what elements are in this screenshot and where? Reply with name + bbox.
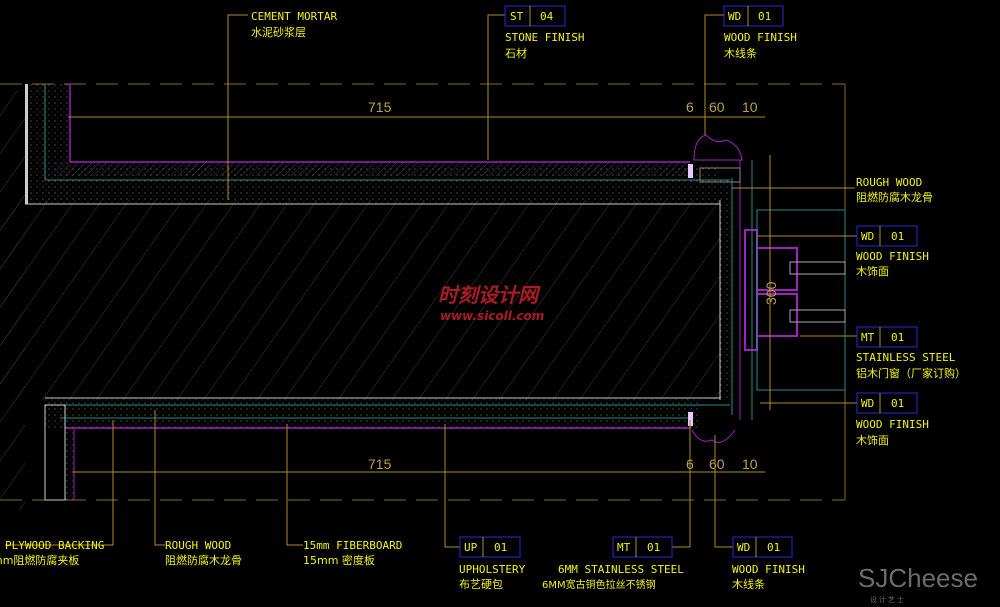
svg-text:01: 01 [758,10,771,23]
leader-lines [5,14,857,548]
callout-rough-wood-right: ROUGH WOOD 阻燃防腐木龙骨 [856,176,933,204]
svg-text:WD: WD [728,10,741,23]
svg-text:WD: WD [861,397,874,410]
svg-text:6MM STAINLESS STEEL: 6MM STAINLESS STEEL [558,563,684,576]
svg-text:mm阻燃防腐夹板: mm阻燃防腐夹板 [0,553,79,567]
svg-text:阻燃防腐木龙骨: 阻燃防腐木龙骨 [856,190,933,204]
dim-top-715: 715 [368,99,392,115]
svg-text:WOOD FINISH: WOOD FINISH [724,31,797,44]
callout-stone-finish: ST 04 STONE FINISH 石材 [504,5,584,60]
svg-text:MT: MT [617,541,631,554]
dimension-bottom: 715 6 60 10 [72,456,765,473]
dim-bottom-715: 715 [368,456,392,472]
svg-text:石材: 石材 [505,46,527,60]
svg-text:WOOD FINISH: WOOD FINISH [856,418,929,431]
watermark: 时刻设计网 www.sicoll.com SJCheese 设 计 艺 士 [438,283,978,604]
svg-text:STAINLESS STEEL: STAINLESS STEEL [856,351,956,364]
svg-text:15mm FIBERBOARD: 15mm FIBERBOARD [303,539,402,552]
callout-stainless-bottom: MT 01 6MM STAINLESS STEEL 6MM宽古铜色拉丝不锈钢 [542,536,684,591]
dim-bottom-60: 60 [709,456,725,472]
callout-stainless-right: MT 01 STAINLESS STEEL 铝木门窗（厂家订购） [856,326,966,380]
svg-text:WOOD FINISH: WOOD FINISH [732,563,805,576]
callout-wood-right-1: WD 01 WOOD FINISH 木饰面 [856,225,929,278]
callout-rough-wood-bottom: ROUGH WOOD 阻燃防腐木龙骨 [165,539,242,567]
svg-text:木饰面: 木饰面 [856,264,889,278]
svg-text:01: 01 [891,230,904,243]
dim-top-60: 60 [709,99,725,115]
callout-wood-bottom: WD 01 WOOD FINISH 木线条 [732,536,805,591]
svg-text:WD: WD [861,230,874,243]
dim-vertical-300: 300 [763,281,779,305]
svg-text:UPHOLSTERY: UPHOLSTERY [459,563,526,576]
svg-text:木饰面: 木饰面 [856,433,889,447]
svg-text:15mm 密度板: 15mm 密度板 [303,553,375,567]
svg-text:WD: WD [737,541,750,554]
callout-wood-right-2: WD 01 WOOD FINISH 木饰面 [856,392,929,447]
callout-plywood: PLYWOOD BACKING mm阻燃防腐夹板 [0,539,104,567]
dim-top-10: 10 [742,99,758,115]
svg-text:木线条: 木线条 [724,46,757,60]
svg-text:阻燃防腐木龙骨: 阻燃防腐木龙骨 [165,553,242,567]
svg-text:WOOD FINISH: WOOD FINISH [856,250,929,263]
svg-text:www.sicoll.com: www.sicoll.com [440,309,544,323]
svg-text:STONE FINISH: STONE FINISH [505,31,584,44]
svg-text:铝木门窗（厂家订购）: 铝木门窗（厂家订购） [856,366,966,380]
svg-text:ST: ST [510,10,524,23]
svg-text:CEMENT MORTAR: CEMENT MORTAR [251,10,337,23]
svg-text:布艺硬包: 布艺硬包 [459,578,503,591]
dim-top-6: 6 [686,99,694,115]
svg-text:SJCheese: SJCheese [858,563,978,593]
svg-text:01: 01 [891,397,904,410]
svg-text:ROUGH WOOD: ROUGH WOOD [856,176,922,189]
callout-fiberboard: 15mm FIBERBOARD 15mm 密度板 [303,539,402,567]
svg-text:MT: MT [861,331,875,344]
wall-section [0,84,846,510]
dimension-top: 715 6 60 10 [68,99,765,118]
svg-text:ROUGH WOOD: ROUGH WOOD [165,539,231,552]
svg-text:设 计 艺 士: 设 计 艺 士 [870,595,904,604]
svg-text:UP: UP [464,541,478,554]
svg-text:04: 04 [540,10,554,23]
svg-text:01: 01 [891,331,904,344]
callout-upholstery: UP 01 UPHOLSTERY 布艺硬包 [459,536,526,591]
svg-text:01: 01 [647,541,660,554]
svg-text:01: 01 [767,541,780,554]
svg-text:01: 01 [494,541,507,554]
svg-text:木线条: 木线条 [732,577,765,591]
callout-wood-top: WD 01 WOOD FINISH 木线条 [723,5,797,60]
svg-text:PLYWOOD BACKING: PLYWOOD BACKING [5,539,104,552]
svg-text:水泥砂浆层: 水泥砂浆层 [251,25,306,39]
svg-text:时刻设计网: 时刻设计网 [438,283,541,307]
svg-text:6MM宽古铜色拉丝不锈钢: 6MM宽古铜色拉丝不锈钢 [542,578,656,591]
callout-cement-mortar: CEMENT MORTAR 水泥砂浆层 [251,10,337,39]
dim-bottom-10: 10 [742,456,758,472]
